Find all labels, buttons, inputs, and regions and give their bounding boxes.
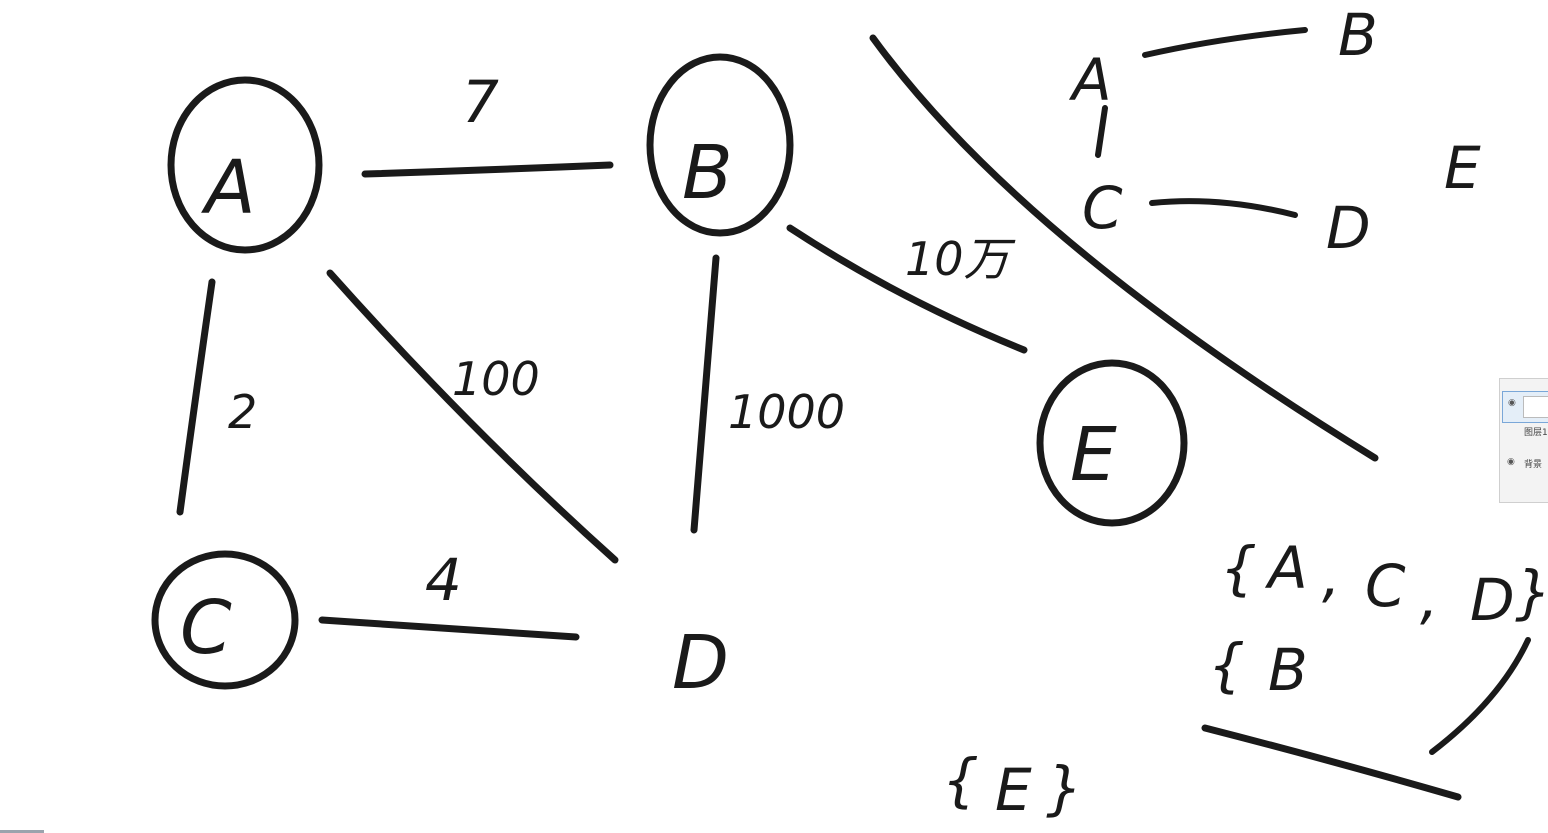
bottom-scroll-indicator: [0, 830, 44, 833]
set3-item-e: E: [995, 756, 1032, 824]
mini-node-c: C: [1082, 174, 1123, 242]
layer-thumbnail: [1523, 396, 1548, 418]
weight-c-d: 4: [425, 546, 462, 614]
set3-open-brace: {: [942, 746, 979, 814]
layer-row-background[interactable]: ◉ 背景: [1502, 451, 1548, 481]
layer-row-1-name[interactable]: 图层1: [1502, 419, 1548, 438]
eye-icon[interactable]: ◉: [1507, 457, 1515, 467]
set1-comma-1: ,: [1322, 542, 1340, 610]
edge-c-d: [318, 616, 580, 641]
mini-edge-a-c: [1095, 105, 1108, 158]
set2-item-b: B: [1268, 636, 1308, 704]
mini-edge-c-d: [1149, 198, 1298, 218]
node-b-label: B: [682, 130, 733, 216]
divider-stroke: [869, 34, 1379, 462]
node-b-circle: [646, 53, 794, 237]
node-a-circle: [167, 76, 323, 254]
eye-icon[interactable]: ◉: [1508, 398, 1516, 408]
brace-connector-stroke: [1429, 637, 1531, 755]
weight-a-b: 7: [462, 68, 499, 136]
edge-a-d: [326, 269, 619, 564]
set1-open-brace: {: [1220, 534, 1257, 602]
set3-close-brace: }: [1046, 754, 1083, 822]
mini-edge-a-b: [1142, 27, 1308, 58]
layers-panel: ◉ 图层1 ◉ 背景: [1499, 378, 1548, 503]
mini-node-e: E: [1444, 134, 1481, 202]
set1-close-brace: }: [1515, 558, 1548, 626]
weight-b-e: 10万: [905, 232, 1016, 286]
mini-node-b: B: [1338, 1, 1378, 69]
node-c-circle: [151, 550, 299, 690]
set-underline: [1201, 724, 1462, 801]
edge-b-e: [786, 224, 1028, 354]
weight-a-d: 100: [452, 352, 540, 406]
node-a-label: A: [201, 145, 256, 231]
edge-a-c: [176, 278, 216, 516]
set1-item-d: D: [1470, 566, 1515, 634]
weight-b-d: 1000: [728, 385, 845, 439]
weight-a-c: 2: [228, 385, 257, 439]
layer-1-label: 图层1: [1524, 428, 1548, 438]
mini-node-a: A: [1068, 46, 1112, 114]
set1-comma-2: ,: [1420, 564, 1438, 632]
layer-row-1[interactable]: ◉: [1502, 391, 1548, 423]
node-c-label: C: [180, 585, 232, 671]
node-e-label: E: [1070, 412, 1117, 498]
edge-b-d: [690, 254, 720, 534]
set2-open-brace: {: [1208, 631, 1245, 699]
background-layer-label: 背景: [1524, 460, 1543, 470]
set1-item-a: A: [1264, 534, 1308, 602]
node-e-circle: [1036, 359, 1188, 527]
mini-node-d: D: [1326, 194, 1371, 262]
edge-a-b: [361, 161, 614, 178]
node-d-label: D: [672, 620, 729, 706]
set1-item-c: C: [1365, 552, 1406, 620]
